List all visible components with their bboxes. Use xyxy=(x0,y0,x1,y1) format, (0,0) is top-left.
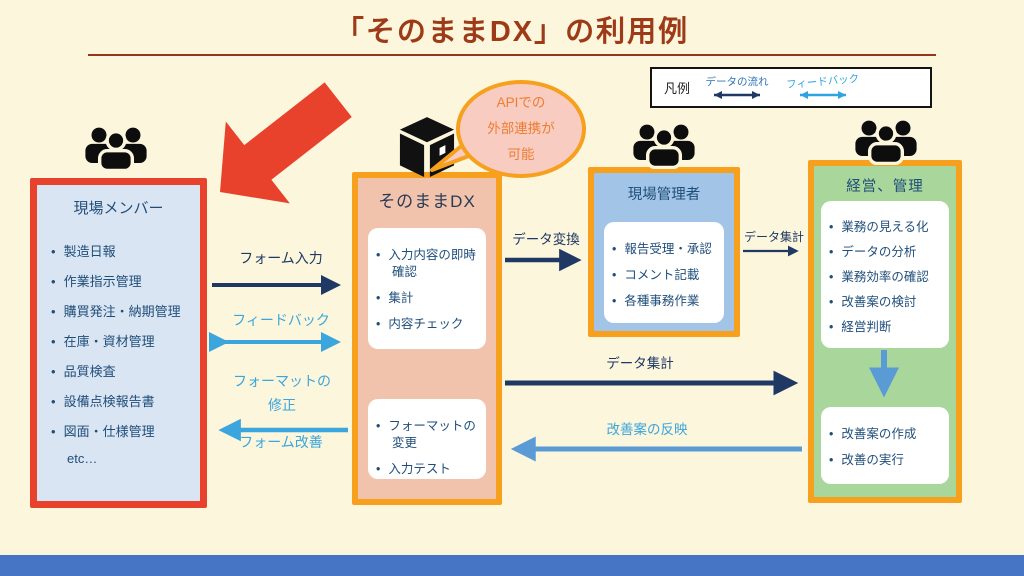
list-item: 入力内容の即時確認 xyxy=(376,247,478,281)
list-item: 集計 xyxy=(376,290,478,307)
red-highlight-arrow xyxy=(220,82,352,204)
list-item: フォーマットの変更 xyxy=(376,418,478,452)
management-analysis-panel: 業務の見える化 データの分析 業務効率の確認 改善案の検討 経営判断 xyxy=(821,201,949,348)
title-underline xyxy=(88,54,936,56)
management-title: 経営、管理 xyxy=(846,179,924,195)
list-item: 業務の見える化 xyxy=(829,219,941,236)
legend-data-flow-label: データの流れ xyxy=(705,76,769,88)
sonomama-dx-box: そのままDX 入力内容の即時確認 集計 内容チェック フォーマットの変更 入力テ… xyxy=(352,172,502,505)
list-item: 報告受理・承認 xyxy=(612,241,716,258)
field-members-box: 現場メンバー 製造日報 作業指示管理 購買発注・納期管理 在庫・資材管理 品質検… xyxy=(30,178,207,508)
form-input-label: フォーム入力 xyxy=(239,250,323,266)
improvement-reflect-label: 改善案の反映 xyxy=(606,422,688,437)
management-action-panel: 改善案の作成 改善の実行 xyxy=(821,407,949,484)
list-item: 改善案の検討 xyxy=(829,294,941,311)
data-aggregate-top-label: データ集計 xyxy=(743,230,804,244)
etc-label: etc… xyxy=(67,451,98,466)
field-members-list: 製造日報 作業指示管理 購買発注・納期管理 在庫・資材管理 品質検査 設備点検報… xyxy=(37,218,200,440)
manager-people-icon xyxy=(633,124,695,169)
legend: 凡例 データの流れ フィードバック xyxy=(650,67,932,108)
dx-maintenance-panel: フォーマットの変更 入力テスト xyxy=(368,399,486,479)
list-item: 在庫・資材管理 xyxy=(51,331,196,350)
feedback-label: フィードバック xyxy=(232,312,330,328)
bubble-line-1: APIでの xyxy=(496,94,546,110)
page-title: 「そのままDX」の利用例 xyxy=(334,16,690,48)
data-aggregate-long-label: データ集計 xyxy=(606,356,674,371)
group-people-icon xyxy=(85,127,147,172)
legend-item-data-flow: データの流れ xyxy=(704,74,770,101)
list-item: コメント記載 xyxy=(612,267,716,284)
list-item: 各種事務作業 xyxy=(612,293,716,310)
management-people-icon xyxy=(855,120,917,165)
site-manager-box: 現場管理者 報告受理・承認 コメント記載 各種事務作業 xyxy=(588,167,740,337)
site-manager-panel: 報告受理・承認 コメント記載 各種事務作業 xyxy=(604,222,724,323)
dx-functions-panel: 入力内容の即時確認 集計 内容チェック xyxy=(368,228,486,349)
list-item: 作業指示管理 xyxy=(51,271,196,290)
feedback-arrow-icon xyxy=(799,91,846,99)
sonomama-dx-title: そのままDX xyxy=(378,192,476,211)
list-item: データの分析 xyxy=(829,244,941,261)
list-item: 改善案の作成 xyxy=(829,426,941,443)
legend-label: 凡例 xyxy=(664,81,691,96)
footer-accent-bar xyxy=(0,555,1024,576)
api-speech-bubble: APIでの 外部連携が 可能 xyxy=(456,80,586,178)
list-item: 改善の実行 xyxy=(829,452,941,469)
data-convert-label: データ変換 xyxy=(512,232,580,247)
list-item: 品質検査 xyxy=(51,361,196,380)
list-item: 図面・仕様管理 xyxy=(51,421,196,440)
bubble-line-2: 外部連携が xyxy=(487,120,555,136)
list-item: 購買発注・納期管理 xyxy=(51,301,196,320)
list-item: 内容チェック xyxy=(376,316,478,333)
list-item: 設備点検報告書 xyxy=(51,391,196,410)
management-box: 経営、管理 業務の見える化 データの分析 業務効率の確認 改善案の検討 経営判断… xyxy=(808,160,962,503)
format-fix-label: フォーマットの修正 xyxy=(233,373,331,413)
package-box-icon xyxy=(399,117,455,177)
site-manager-title: 現場管理者 xyxy=(627,187,701,203)
list-item: 経営判断 xyxy=(829,319,941,336)
list-item: 入力テスト xyxy=(376,461,478,478)
list-item: 業務効率の確認 xyxy=(829,269,941,286)
list-item: 製造日報 xyxy=(51,241,196,260)
form-improve-label: フォーム改善 xyxy=(239,434,323,450)
field-members-title: 現場メンバー xyxy=(73,200,164,217)
bubble-line-3: 可能 xyxy=(507,147,535,163)
data-flow-arrow-icon xyxy=(714,91,761,99)
legend-item-feedback: フィードバック xyxy=(786,73,860,101)
